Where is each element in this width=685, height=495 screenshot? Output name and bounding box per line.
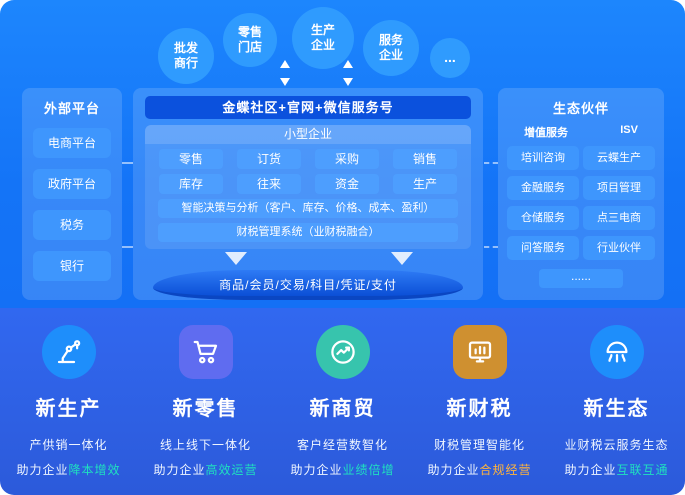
down-arrow-icon — [391, 252, 413, 265]
dashed-connector — [122, 246, 133, 248]
eco-service-item: 仓储服务 — [507, 206, 579, 230]
entity-bubble-more: ... — [430, 38, 470, 78]
pillar-subtitle: 产供销一体化 — [29, 438, 108, 452]
jellyfish-icon — [589, 325, 644, 379]
module-chip: 销售 — [393, 149, 457, 169]
pillar-new-commerce: 新商贸 客户经营数智化 助力企业业绩倍增 — [274, 308, 411, 495]
external-platform-item: 电商平台 — [33, 128, 111, 158]
bubble-label: 服务 — [378, 33, 403, 47]
entity-bubble-manufacturer: 生产 企业 — [292, 7, 354, 69]
bubble-label: 批发 — [173, 41, 198, 55]
benefit-prefix: 助力企业 — [427, 463, 480, 477]
module-row: 库存 往来 资金 生产 — [145, 174, 471, 194]
isv-column: 云蝶生产 项目管理 点三电商 行业伙伴 — [583, 140, 655, 260]
pillar-benefit: 助力企业高效运营 — [137, 461, 274, 478]
pillar-title: 新零售 — [172, 398, 239, 420]
pillar-subtitle: 财税管理智能化 — [433, 438, 525, 452]
robot-arm-icon — [41, 325, 96, 379]
community-header-bar: 金蝶社区+官网+微信服务号 — [145, 96, 471, 119]
module-chip: 生产 — [393, 174, 457, 194]
module-chip: 零售 — [159, 149, 223, 169]
eco-service-item: 点三电商 — [583, 206, 655, 230]
updown-arrow-icon — [342, 60, 354, 86]
bubble-label: ... — [444, 49, 456, 66]
external-platforms-panel: 外部平台 电商平台 政府平台 税务 银行 — [22, 88, 122, 300]
pillar-benefit: 助力企业合规经营 — [411, 461, 548, 478]
eco-service-item: 金融服务 — [507, 176, 579, 200]
bubble-label: 生产 — [310, 23, 335, 37]
eco-column-header: 增值服务 — [524, 127, 569, 139]
panel-title: 生态伙伴 — [552, 101, 609, 116]
bubble-label: 企业 — [310, 38, 335, 52]
pillar-benefit: 助力企业互联互通 — [548, 461, 685, 478]
bar-chart-icon — [452, 325, 507, 379]
module-chip: 资金 — [315, 174, 379, 194]
benefit-prefix: 助力企业 — [290, 463, 343, 477]
module-chip: 订货 — [237, 149, 301, 169]
fiscal-bar: 财税管理系统（业财税融合） — [158, 223, 458, 242]
small-enterprise-title: 小型企业 — [145, 125, 471, 144]
benefit-highlight: 降本增效 — [68, 463, 121, 477]
pillar-subtitle: 客户经营数智化 — [296, 438, 388, 452]
pillar-subtitle: 线上线下一体化 — [159, 438, 251, 452]
eco-column-headers: 增值服务 ISV — [498, 124, 664, 140]
cart-icon — [178, 325, 233, 379]
bubble-label: 企业 — [378, 48, 403, 62]
eco-service-item: 问答服务 — [507, 236, 579, 260]
analysis-bar: 智能决策与分析（客户、库存、价格、成本、盈利） — [158, 199, 458, 218]
bubble-label: 商行 — [173, 56, 198, 70]
module-chip: 库存 — [159, 174, 223, 194]
entity-bubble-retail-store: 零售 门店 — [223, 13, 277, 67]
updown-arrow-icon — [279, 60, 291, 86]
top-section: 批发 商行 零售 门店 生产 企业 服务 企业 ... 外部平台 电商平台 政府… — [0, 0, 685, 308]
module-row: 零售 订货 采购 销售 — [145, 149, 471, 169]
pillar-benefit: 助力企业降本增效 — [0, 461, 137, 478]
small-enterprise-box: 小型企业 零售 订货 采购 销售 库存 往来 资金 生产 智能决策与分析（客户、… — [145, 125, 471, 249]
benefit-highlight: 高效运营 — [205, 463, 258, 477]
pillar-title: 新生态 — [583, 398, 650, 420]
dashed-connector — [484, 162, 498, 164]
pillar-subtitle: 业财税云服务生态 — [564, 438, 669, 452]
ecosystem-partners-panel: 生态伙伴 增值服务 ISV 培训咨询 金融服务 仓储服务 问答服务 云蝶生产 项… — [498, 88, 664, 300]
core-platform-panel: 金蝶社区+官网+微信服务号 小型企业 零售 订货 采购 销售 库存 往来 资金 … — [133, 88, 483, 300]
module-chip: 往来 — [237, 174, 301, 194]
pillars-section: 新生产 产供销一体化 助力企业降本增效 新零售 线上线下一体化 助力企业高效运营… — [0, 308, 685, 495]
pillar-new-production: 新生产 产供销一体化 助力企业降本增效 — [0, 308, 137, 495]
pillar-new-retail: 新零售 线上线下一体化 助力企业高效运营 — [137, 308, 274, 495]
benefit-highlight: 互联互通 — [616, 463, 669, 477]
module-chip: 采购 — [315, 149, 379, 169]
pillar-title: 新商贸 — [309, 398, 376, 420]
database-bar: 商品/会员/交易/科目/凭证/支付 — [153, 270, 463, 300]
external-platform-item: 政府平台 — [33, 169, 111, 199]
bubble-label: 零售 — [237, 25, 262, 39]
pillar-benefit: 助力企业业绩倍增 — [274, 461, 411, 478]
pillar-title: 新财税 — [446, 398, 513, 420]
eco-columns: 培训咨询 金融服务 仓储服务 问答服务 云蝶生产 项目管理 点三电商 行业伙伴 — [498, 140, 664, 260]
eco-service-item: 云蝶生产 — [583, 146, 655, 170]
entity-bubble-service-company: 服务 企业 — [363, 20, 419, 76]
pillar-new-ecosystem: 新生态 业财税云服务生态 助力企业互联互通 — [548, 308, 685, 495]
panel-title: 外部平台 — [43, 101, 100, 116]
dashed-connector — [484, 246, 498, 248]
benefit-highlight: 业绩倍增 — [342, 463, 395, 477]
benefit-prefix: 助力企业 — [153, 463, 206, 477]
benefit-highlight: 合规经营 — [479, 463, 532, 477]
eco-more-item: ...... — [539, 269, 623, 288]
eco-service-item: 行业伙伴 — [583, 236, 655, 260]
trend-icon — [315, 325, 370, 379]
bubble-label: 门店 — [237, 40, 262, 54]
benefit-prefix: 助力企业 — [564, 463, 617, 477]
pillar-title: 新生产 — [35, 398, 102, 420]
eco-column-header: ISV — [620, 124, 638, 136]
external-platform-item: 税务 — [33, 210, 111, 240]
entity-bubble-wholesale: 批发 商行 — [158, 28, 214, 84]
benefit-prefix: 助力企业 — [16, 463, 69, 477]
down-arrow-icon — [225, 252, 247, 265]
value-services-column: 培训咨询 金融服务 仓储服务 问答服务 — [507, 140, 579, 260]
pillar-new-fiscal: 新财税 财税管理智能化 助力企业合规经营 — [411, 308, 548, 495]
eco-service-item: 项目管理 — [583, 176, 655, 200]
external-platform-item: 银行 — [33, 251, 111, 281]
dashed-connector — [122, 162, 133, 164]
eco-service-item: 培训咨询 — [507, 146, 579, 170]
